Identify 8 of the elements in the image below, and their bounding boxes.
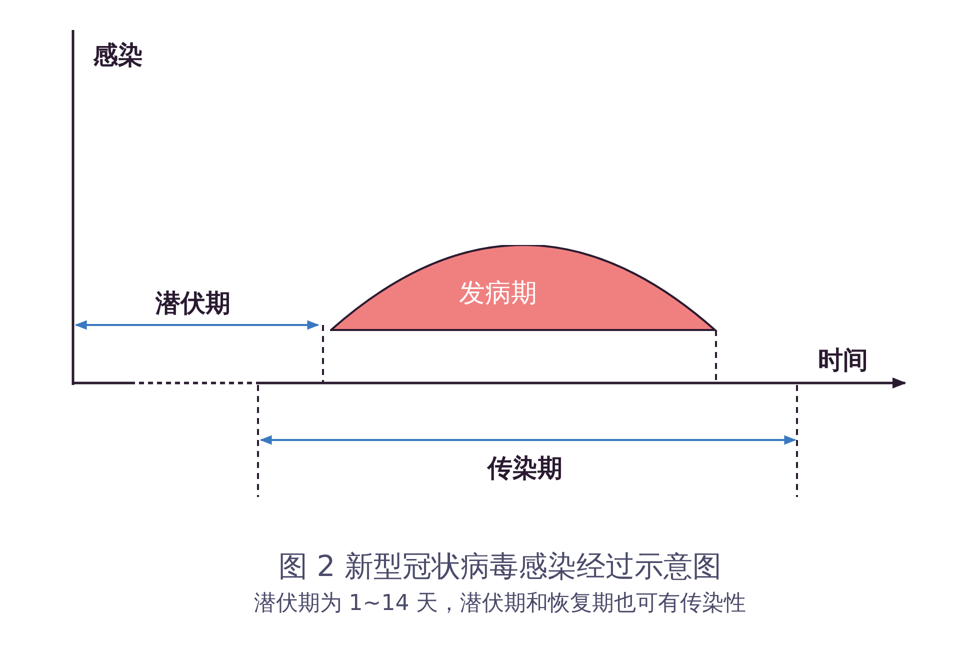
figure-caption: 潜伏期为 1~14 天，潜伏期和恢复期也可有传染性 [254, 590, 746, 618]
figure-title: 图 2 新型冠状病毒感染经过示意图 [278, 548, 722, 585]
axis-label: 时间 [818, 344, 868, 376]
period-label: 传染期 [488, 452, 562, 484]
illness-phase-dome [330, 245, 716, 331]
period-label: 潜伏期 [156, 288, 230, 320]
axis-label: 感染 [93, 40, 143, 72]
phase-label: 发病期 [459, 278, 537, 310]
